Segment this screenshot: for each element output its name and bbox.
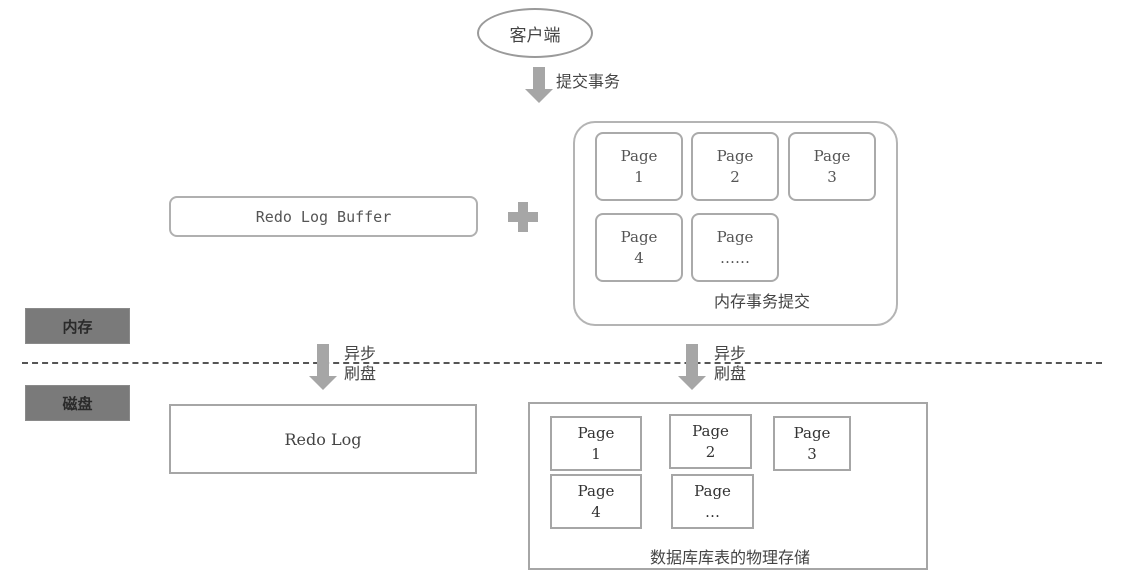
page-title: Page	[577, 423, 615, 442]
page-title: Page	[577, 481, 615, 500]
memory-page-1: Page 1	[595, 132, 683, 201]
submit-transaction-label: 提交事务	[556, 72, 621, 91]
memory-page-4: Page 4	[595, 213, 683, 282]
flush-label-line1: 异步	[344, 344, 377, 363]
redo-log-label: Redo Log	[284, 429, 362, 449]
page-id: 2	[705, 442, 716, 461]
disk-page-2: Page 2	[669, 414, 752, 469]
flush-arrow-icon	[678, 344, 706, 394]
zone-memory-label: 内存	[62, 317, 93, 336]
page-title: Page	[793, 423, 831, 442]
flush-arrow-icon	[309, 344, 337, 394]
memory-disk-divider	[22, 362, 1102, 364]
page-title: Page	[620, 146, 658, 165]
zone-disk-label: 磁盘	[62, 394, 93, 413]
disk-page-more: Page …	[671, 474, 754, 529]
disk-caption: 数据库库表的物理存储	[650, 548, 811, 567]
disk-page-4: Page 4	[550, 474, 642, 529]
flush-label-line1: 异步	[714, 344, 747, 363]
memory-buffer-pool: Page 1 Page 2 Page 3 Page 4 Page …… 内存事务…	[573, 121, 898, 326]
page-id: 3	[807, 444, 817, 463]
page-id: 2	[730, 167, 740, 186]
client-label: 客户端	[509, 25, 561, 46]
flush-label-line2: 刷盘	[344, 364, 377, 383]
flush-label-line2: 刷盘	[714, 364, 747, 383]
page-id: ……	[720, 248, 750, 267]
memory-page-2: Page 2	[691, 132, 779, 201]
memory-page-3: Page 3	[788, 132, 876, 201]
page-title: Page	[620, 227, 658, 246]
page-id: 3	[827, 167, 837, 186]
memory-caption: 内存事务提交	[714, 292, 811, 311]
page-title: Page	[813, 146, 851, 165]
page-id: 1	[634, 167, 644, 186]
client-node: 客户端	[477, 8, 593, 58]
page-id: 4	[634, 248, 644, 267]
disk-physical-storage: Page 1 Page 2 Page 3 Page 4 Page … 数据库库表…	[528, 402, 928, 570]
disk-page-1: Page 1	[550, 416, 642, 471]
redo-log-buffer-label: Redo Log Buffer	[255, 207, 392, 226]
page-title: Page	[694, 481, 731, 500]
memory-page-more: Page ……	[691, 213, 779, 282]
page-id: …	[705, 502, 720, 521]
page-title: Page	[692, 421, 729, 440]
plus-icon	[508, 202, 538, 232]
redo-log-buffer: Redo Log Buffer	[169, 196, 478, 237]
zone-memory-tag: 内存	[25, 308, 130, 344]
flush-label-left: 异步 刷盘	[344, 344, 376, 384]
page-id: 1	[591, 444, 601, 463]
disk-page-3: Page 3	[773, 416, 851, 471]
flush-label-right: 异步 刷盘	[714, 344, 746, 384]
redo-log-file: Redo Log	[169, 404, 477, 474]
zone-disk-tag: 磁盘	[25, 385, 130, 421]
page-title: Page	[716, 146, 754, 165]
page-id: 4	[591, 502, 601, 521]
submit-arrow-icon	[525, 67, 553, 105]
page-title: Page	[716, 227, 754, 246]
